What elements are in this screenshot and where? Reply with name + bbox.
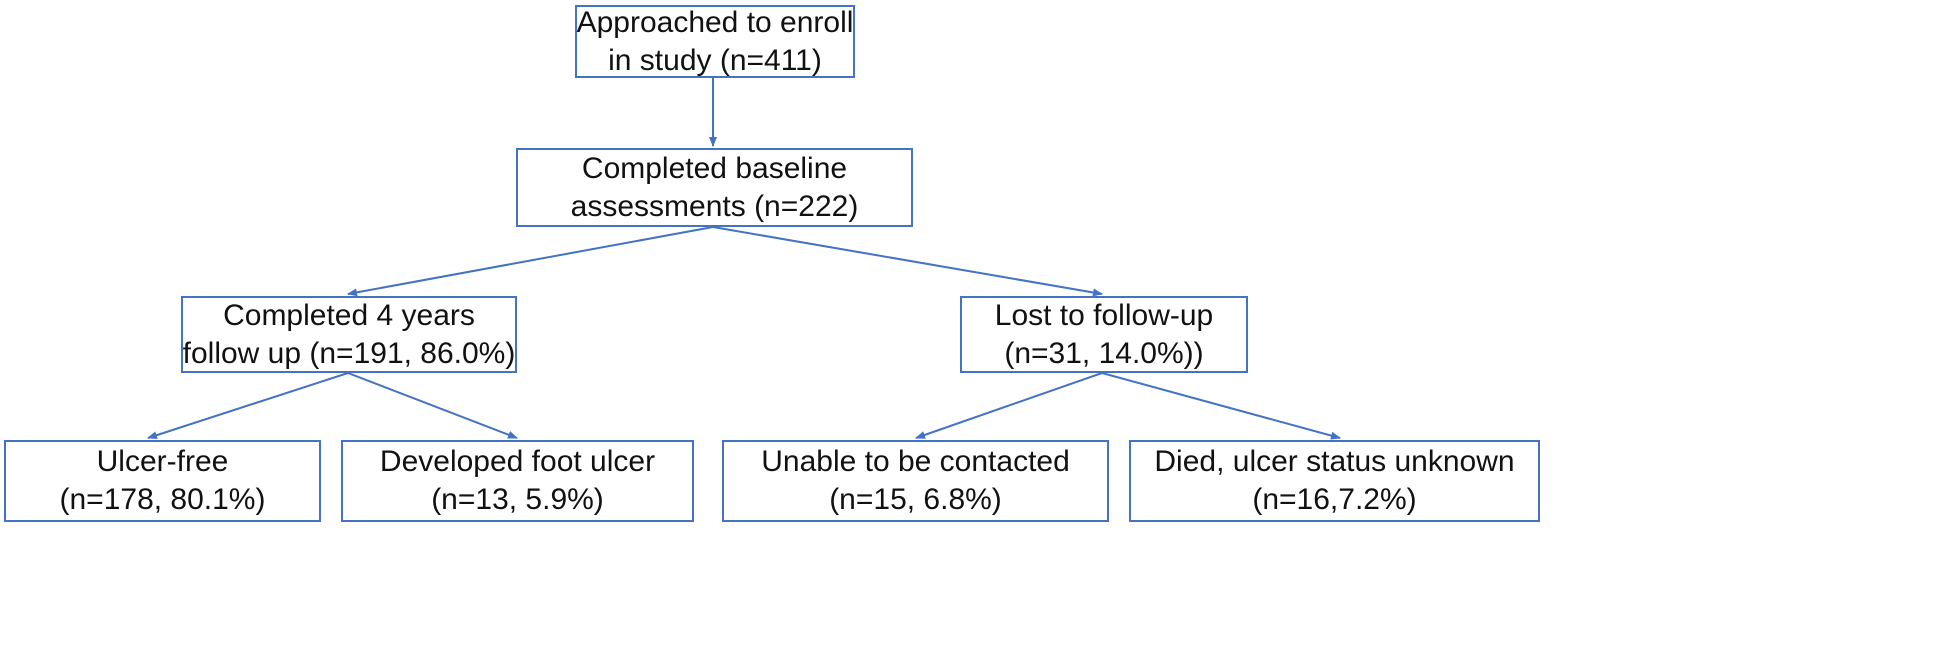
- ulcer-free-box: Ulcer-free (n=178, 80.1%): [4, 440, 321, 522]
- foot-ulcer-line2: (n=13, 5.9%): [431, 483, 604, 516]
- approached-line1: Approached to enroll: [576, 5, 854, 39]
- died-box: Died, ulcer status unknown (n=16,7.2%): [1129, 440, 1540, 522]
- foot-ulcer-box: Developed foot ulcer (n=13, 5.9%): [341, 440, 694, 522]
- completed-line1: Completed 4 years: [223, 298, 475, 332]
- completed-line2: follow up (n=191, 86.0%): [182, 336, 516, 370]
- arrow-lost-to-uncontactable: [915, 372, 1103, 439]
- uncontactable-line1: Unable to be contacted: [761, 445, 1070, 478]
- uncontactable-box: Unable to be contacted (n=15, 6.8%): [722, 440, 1109, 522]
- died-line2: (n=16,7.2%): [1252, 483, 1417, 516]
- arrow-completed-to-foot-ulcer: [347, 372, 518, 439]
- arrow-baseline-to-lost: [712, 226, 1103, 297]
- baseline-line1: Completed baseline: [581, 151, 848, 185]
- completed-box: Completed 4 years follow up (n=191, 86.0…: [181, 296, 517, 373]
- lost-line1: Lost to follow-up: [994, 298, 1214, 332]
- baseline-line2: assessments (n=222): [570, 189, 859, 223]
- arrow-baseline-to-completed: [347, 226, 714, 297]
- lost-line2: (n=31, 14.0%)): [1004, 336, 1204, 370]
- ulcer-free-line2: (n=178, 80.1%): [59, 483, 266, 516]
- uncontactable-line2: (n=15, 6.8%): [829, 483, 1002, 516]
- baseline-box: Completed baseline assessments (n=222): [516, 148, 913, 227]
- arrow-completed-to-ulcer-free: [147, 372, 349, 440]
- approached-line2: in study (n=411): [608, 43, 822, 77]
- died-line1: Died, ulcer status unknown: [1154, 445, 1515, 478]
- approached-box: Approached to enroll in study (n=411): [575, 5, 855, 78]
- ulcer-free-line1: Ulcer-free: [96, 445, 229, 478]
- foot-ulcer-line1: Developed foot ulcer: [379, 445, 656, 478]
- lost-box: Lost to follow-up (n=31, 14.0%)): [960, 296, 1248, 373]
- arrow-lost-to-died: [1101, 372, 1341, 440]
